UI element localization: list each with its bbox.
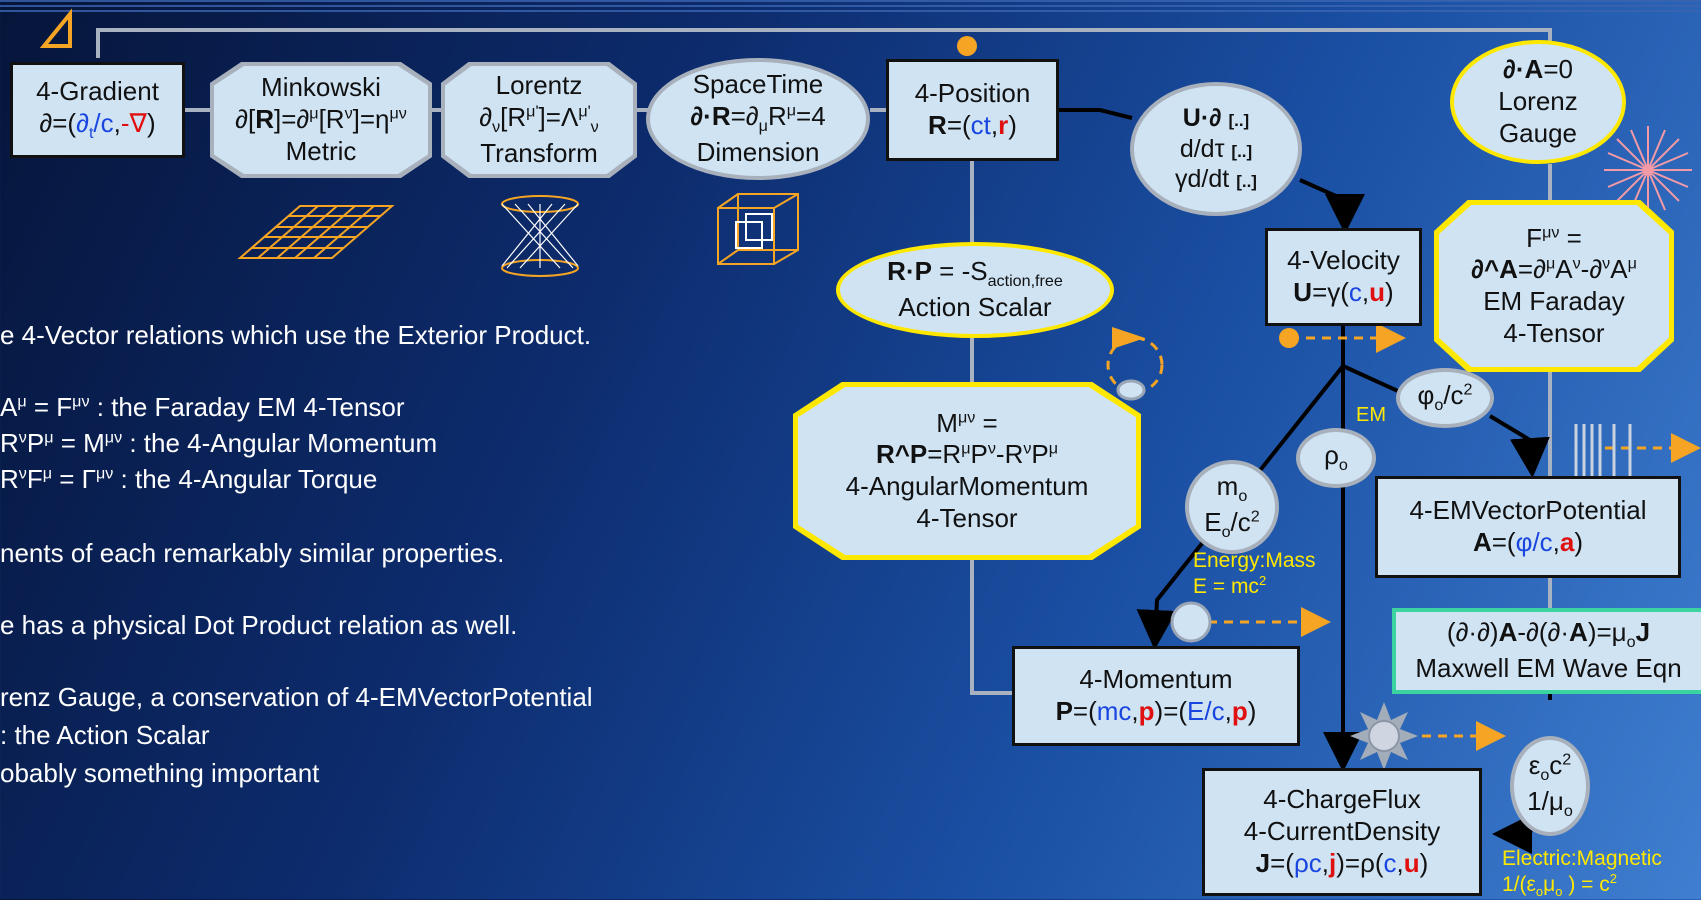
node-4-em-vector-potential[interactable]: 4-EMVectorPotential A=(φ/c,a) [1375, 476, 1681, 578]
orange-dot-icon [957, 36, 977, 56]
small-orbit-dot-icon [1116, 379, 1146, 401]
node-rest-mass[interactable]: mo Eo/c2 [1185, 460, 1279, 554]
text-line-8: : the Action Scalar [0, 720, 210, 750]
node-formula: A=(φ/c,a) [1472, 527, 1584, 557]
node-formula: ∂^A=∂μAν-∂νAμ [1471, 254, 1637, 285]
delta-triangle-icon [39, 8, 72, 48]
node-lorenz-gauge[interactable]: ∂·A=0 Lorenz Gauge [1450, 40, 1626, 164]
node-formula: Mμν = [936, 407, 998, 438]
node-spacetime-dimension[interactable]: SpaceTime ∂·R=∂μRμ=4 Dimension [646, 58, 870, 180]
node-formula: U=γ(c,u) [1293, 277, 1394, 307]
orange-dashed-arrows [1106, 323, 1701, 751]
node-formula: ∂·A=0 [1503, 54, 1573, 85]
photon-dot-icon [1170, 601, 1212, 643]
orange-dot-icon [1279, 328, 1299, 348]
node-subtitle: Gauge [1498, 117, 1578, 148]
starburst-icon [1350, 702, 1418, 770]
top-header-stripes [0, 0, 1701, 14]
node-title: 4-ChargeFlux [1263, 784, 1421, 815]
node-formula: ∂[R]=∂μ[Rν]=ημν [235, 104, 407, 135]
node-formula: ∂ν[Rμ']=Λμ'ν [479, 102, 599, 137]
node-title: SpaceTime [692, 69, 824, 100]
node-4-charge-flux[interactable]: 4-ChargeFlux 4-CurrentDensity J=(ρc,j)=ρ… [1202, 768, 1482, 896]
node-4-gradient[interactable]: 4-Gradient ∂=(∂t/c,-∇) [10, 62, 185, 158]
orange-arrowhead-icon [1112, 327, 1145, 349]
text-line-4: RνFμ = Γμν : the 4-Angular Torque [0, 464, 378, 494]
node-epsilon-mu[interactable]: εoc2 1/μo [1510, 736, 1590, 836]
node-subtitle: Metric [285, 135, 357, 166]
node-formula: (∂·∂)A-∂(∂·A)=μoJ [1446, 617, 1651, 652]
electric-magnetic-label: Electric:Magnetic 1/(εoμo ) = c2 [1502, 847, 1662, 900]
grid-plane-icon [237, 205, 395, 259]
node-subtitle: 4-Tensor [916, 502, 1018, 533]
node-title: Maxwell EM Wave Eqn [1415, 653, 1682, 684]
node-subtitle: 4-Tensor [1503, 317, 1605, 348]
node-4-velocity[interactable]: 4-Velocity U=γ(c,u) [1265, 228, 1422, 326]
node-title: 4-AngularMomentum [845, 471, 1089, 501]
node-title: 4-Gradient [36, 76, 159, 107]
node-velocity-operators[interactable]: U·∂ [..] d/dτ [..] γd/dt [..] [1130, 82, 1302, 216]
node-subtitle: Transform [480, 137, 598, 168]
node-title: Minkowski [261, 72, 381, 103]
node-title: 4-EMVectorPotential [1409, 495, 1647, 526]
text-line-6: e has a physical Dot Product relation as… [0, 610, 518, 640]
node-title: 4-Velocity [1287, 245, 1400, 276]
text-line-3: RνPμ = Mμν : the 4-Angular Momentum [0, 428, 438, 458]
node-title: 4-Momentum [1079, 664, 1233, 695]
node-title: EM Faraday [1483, 286, 1625, 316]
node-lorentz-transform[interactable]: Lorentz ∂ν[Rμ']=Λμ'ν Transform [441, 62, 637, 178]
hyperboloid-icon [501, 195, 579, 277]
node-title: Action Scalar [898, 292, 1052, 323]
node-4-position[interactable]: 4-Position R=(ct,r) [886, 59, 1059, 161]
plane-wave-lines-icon [1574, 424, 1632, 476]
node-em-faraday-tensor[interactable]: Fμν = ∂^A=∂μAν-∂νAμ EM Faraday 4-Tensor [1434, 200, 1674, 372]
text-line-5: nents of each remarkably similar propert… [0, 538, 505, 568]
node-formula: J=(ρc,j)=ρ(c,u) [1255, 847, 1429, 878]
node-angular-momentum-tensor[interactable]: Mμν = R^P=RμPν-RνPμ 4-AngularMomentum 4-… [793, 382, 1141, 560]
node-minkowski-metric[interactable]: Minkowski ∂[R]=∂μ[Rν]=ημν Metric [210, 62, 432, 178]
node-action-scalar[interactable]: R·P = -Saction,free Action Scalar [836, 242, 1114, 338]
energy-mass-label: Energy:Mass E = mc2 [1193, 549, 1316, 599]
node-formula: ∂·R=∂μRμ=4 [690, 101, 826, 136]
tesseract-cube-icon [717, 193, 799, 265]
text-line-9: obably something important [0, 758, 320, 788]
node-formula: R^P=RμPν-RνPμ [875, 439, 1059, 470]
node-phi-over-c2[interactable]: φo/c2 [1396, 368, 1494, 428]
node-4-momentum[interactable]: 4-Momentum P=(mc,p)=(E/c,p) [1012, 646, 1300, 746]
node-rho-rest[interactable]: ρo [1296, 428, 1376, 488]
node-formula: P=(mc,p)=(E/c,p) [1055, 696, 1257, 726]
node-formula: R·P = -Saction,free [887, 256, 1063, 291]
node-title: Lorentz [495, 70, 583, 101]
node-formula: ∂=(∂t/c,-∇) [39, 107, 156, 143]
node-title: 4-Position [914, 78, 1031, 109]
node-maxwell-wave-equation[interactable]: (∂·∂)A-∂(∂·A)=μoJ Maxwell EM Wave Eqn [1392, 608, 1701, 694]
text-line-2: Aμ = Fμν : the Faraday EM 4-Tensor [0, 392, 405, 422]
node-title: Lorenz [1498, 86, 1578, 117]
node-formula: Fμν = [1526, 222, 1582, 253]
text-line-1: e 4-Vector relations which use the Exter… [0, 320, 592, 350]
text-line-7: renz Gauge, a conservation of 4-EMVector… [0, 682, 593, 712]
em-label: EM [1356, 404, 1386, 426]
node-subtitle: 4-CurrentDensity [1243, 816, 1441, 847]
radiating-star-icon [1604, 126, 1692, 214]
node-subtitle: Dimension [696, 136, 820, 167]
node-formula: R=(ct,r) [928, 110, 1017, 140]
